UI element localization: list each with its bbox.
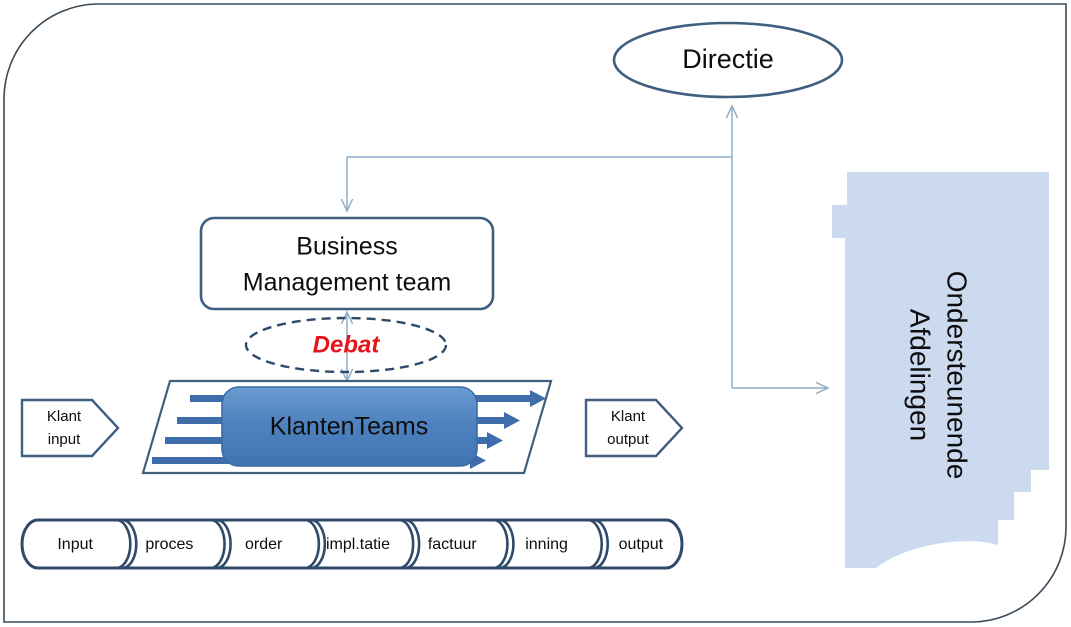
klantenteams-label: KlantenTeams <box>270 413 428 441</box>
connector-to-business-management-team <box>347 156 732 211</box>
directie-ellipse <box>612 21 844 99</box>
klant-output-shape <box>584 398 684 458</box>
klant-input-label-line2: input <box>48 431 81 448</box>
business-management-team-label-line1: Business <box>296 233 397 261</box>
klant-input-node[interactable]: Klant input <box>20 398 120 458</box>
process-chain-step-label: proces <box>145 536 193 553</box>
process-chain-step-label: impl.tatie <box>326 536 390 553</box>
debat-label: Debat <box>313 331 381 358</box>
klantenteams-box <box>221 386 478 467</box>
process-chain-step-label: output <box>619 536 664 553</box>
process-chain-separator <box>405 518 421 570</box>
business-management-team-node[interactable]: Business Management team <box>199 216 495 311</box>
process-chain-separator <box>499 518 515 570</box>
process-chain-separator <box>116 518 132 570</box>
process-chain-separator <box>122 518 138 570</box>
process-chain-separator <box>210 518 226 570</box>
directie-label: Directie <box>682 44 774 74</box>
ondersteunende-afdelingen-shape: Ondersteunende Afdelingen <box>832 172 1049 568</box>
process-chain-body <box>20 518 684 570</box>
klant-input-shape <box>20 398 120 458</box>
ondersteunende-afdelingen-label-line1: Ondersteunende <box>942 271 973 480</box>
business-management-team-label-line2: Management team <box>243 269 451 297</box>
debat-node[interactable]: Debat <box>244 316 448 374</box>
klant-output-node[interactable]: Klant output <box>584 398 684 458</box>
process-chain: Input proces order impl.tatie factuur inning o… <box>20 518 684 570</box>
debat-dashed-ellipse <box>244 316 448 374</box>
process-chain-step-label: factuur <box>428 536 478 553</box>
process-chain-step-label: order <box>245 536 283 553</box>
process-chain-separator <box>399 518 415 570</box>
process-chain-separator <box>304 518 321 570</box>
klant-input-label-line1: Klant <box>47 408 82 425</box>
ondersteunende-afdelingen-label-line2: Afdelingen <box>905 309 936 441</box>
process-chain-separator <box>493 518 509 570</box>
process-chain-separator <box>310 518 327 570</box>
klantenteams-group[interactable]: KlantenTeams <box>141 379 553 475</box>
business-management-team-box <box>199 216 495 311</box>
klant-output-label-line1: Klant <box>611 408 646 425</box>
directie-node[interactable]: Directie <box>612 21 844 99</box>
process-chain-separator <box>587 518 603 570</box>
process-chain-separator <box>216 518 232 570</box>
outer-frame <box>3 3 1067 623</box>
process-chain-step-label: inning <box>525 536 568 553</box>
process-chain-step-label: Input <box>57 536 93 553</box>
klant-output-label-line2: output <box>607 431 650 448</box>
process-chain-separator <box>593 518 609 570</box>
